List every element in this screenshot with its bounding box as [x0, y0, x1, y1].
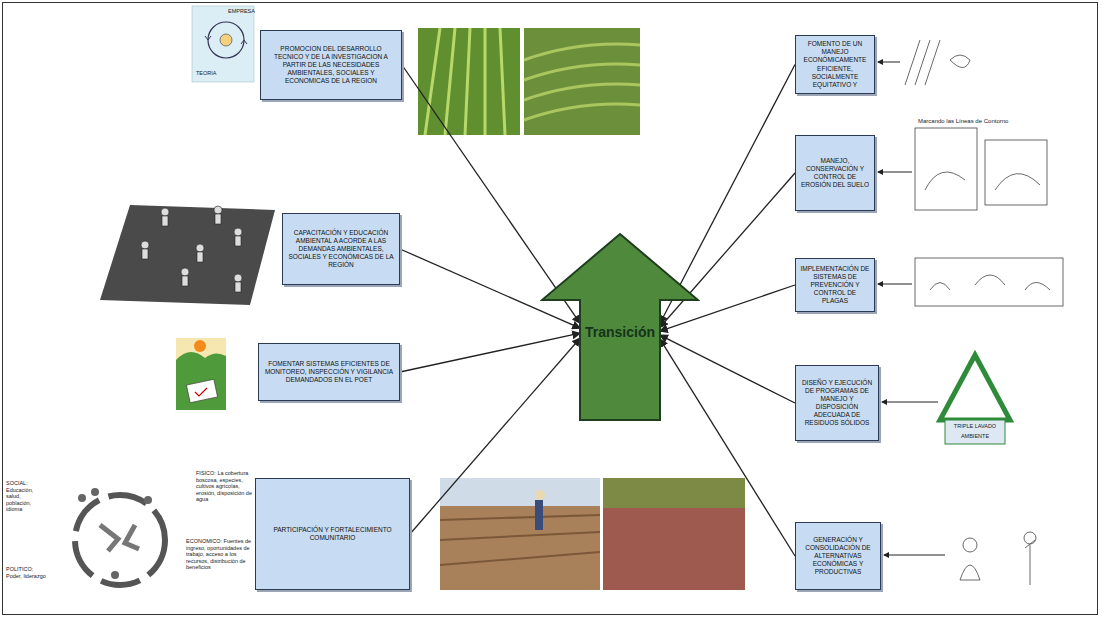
- illustration-label: TRIPLE LAVADO: [948, 423, 1002, 430]
- process-box: CAPACITACIÓN Y EDUCACIÓN AMBIENTAL A ACO…: [282, 213, 400, 285]
- connector: [400, 249, 580, 328]
- process-box: DISEÑO Y EJECUCIÓN DE PROGRAMAS DE MANEJ…: [795, 365, 879, 441]
- box-text: PARTICIPACIÓN Y FORTALECIMIENTO COMUNITA…: [260, 526, 405, 542]
- process-box: MANEJO, CONSERVACIÓN Y CONTROL DE EROSIÓ…: [795, 135, 875, 211]
- box-text: GENERACIÓN Y CONSOLIDACIÓN DE ALTERNATIV…: [800, 536, 876, 577]
- process-box: PROMOCION DEL DESARROLLO TECNICO Y DE LA…: [260, 30, 402, 100]
- box-text: FOMENTAR SISTEMAS EFICIENTES DE MONITORE…: [263, 360, 395, 384]
- box-text: DISEÑO Y EJECUCIÓN DE PROGRAMAS DE MANEJ…: [800, 379, 874, 428]
- illustration-label: POLITICO: Poder, liderazgo: [6, 566, 46, 579]
- illustration-label: Marcando las Líneas de Contorno: [918, 118, 1058, 125]
- connector: [660, 173, 795, 327]
- box-text: IMPLEMENTACIÓN DE SISTEMAS DE PREVENCIÓN…: [800, 265, 870, 306]
- process-box: IMPLEMENTACIÓN DE SISTEMAS DE PREVENCIÓN…: [795, 258, 875, 312]
- illustration-label: FISICO: La cobertura boscosa, especies, …: [196, 470, 252, 503]
- process-box: FOMENTO DE UN MANEJO ECONÓMICAMENTE EFIC…: [795, 35, 875, 94]
- transition-arrow: Transición: [540, 232, 700, 422]
- box-text: MANEJO, CONSERVACIÓN Y CONTROL DE EROSIÓ…: [800, 157, 870, 190]
- process-box: FOMENTAR SISTEMAS EFICIENTES DE MONITORE…: [258, 343, 400, 401]
- connector: [660, 339, 795, 556]
- process-box: PARTICIPACIÓN Y FORTALECIMIENTO COMUNITA…: [255, 478, 410, 590]
- illustration-label: SOCIAL: Educación, salud, población, idi…: [6, 480, 44, 513]
- box-text: PROMOCION DEL DESARROLLO TECNICO Y DE LA…: [265, 45, 397, 86]
- connector: [410, 338, 580, 534]
- illustration-label: AMBIENTE: [948, 433, 1002, 440]
- box-text: CAPACITACIÓN Y EDUCACIÓN AMBIENTAL A ACO…: [287, 229, 395, 270]
- process-box: GENERACIÓN Y CONSOLIDACIÓN DE ALTERNATIV…: [795, 522, 881, 590]
- illustration-label: ECONOMICO: Fuentes de ingreso, oportunid…: [186, 538, 252, 571]
- connector: [660, 335, 795, 403]
- illustration-label: EMPRESA: [228, 8, 254, 15]
- arrow-label: Transición: [540, 324, 700, 340]
- connector: [402, 65, 580, 323]
- connector: [400, 333, 580, 372]
- illustration-label: TEORIA: [196, 70, 226, 77]
- box-text: FOMENTO DE UN MANEJO ECONÓMICAMENTE EFIC…: [800, 40, 870, 89]
